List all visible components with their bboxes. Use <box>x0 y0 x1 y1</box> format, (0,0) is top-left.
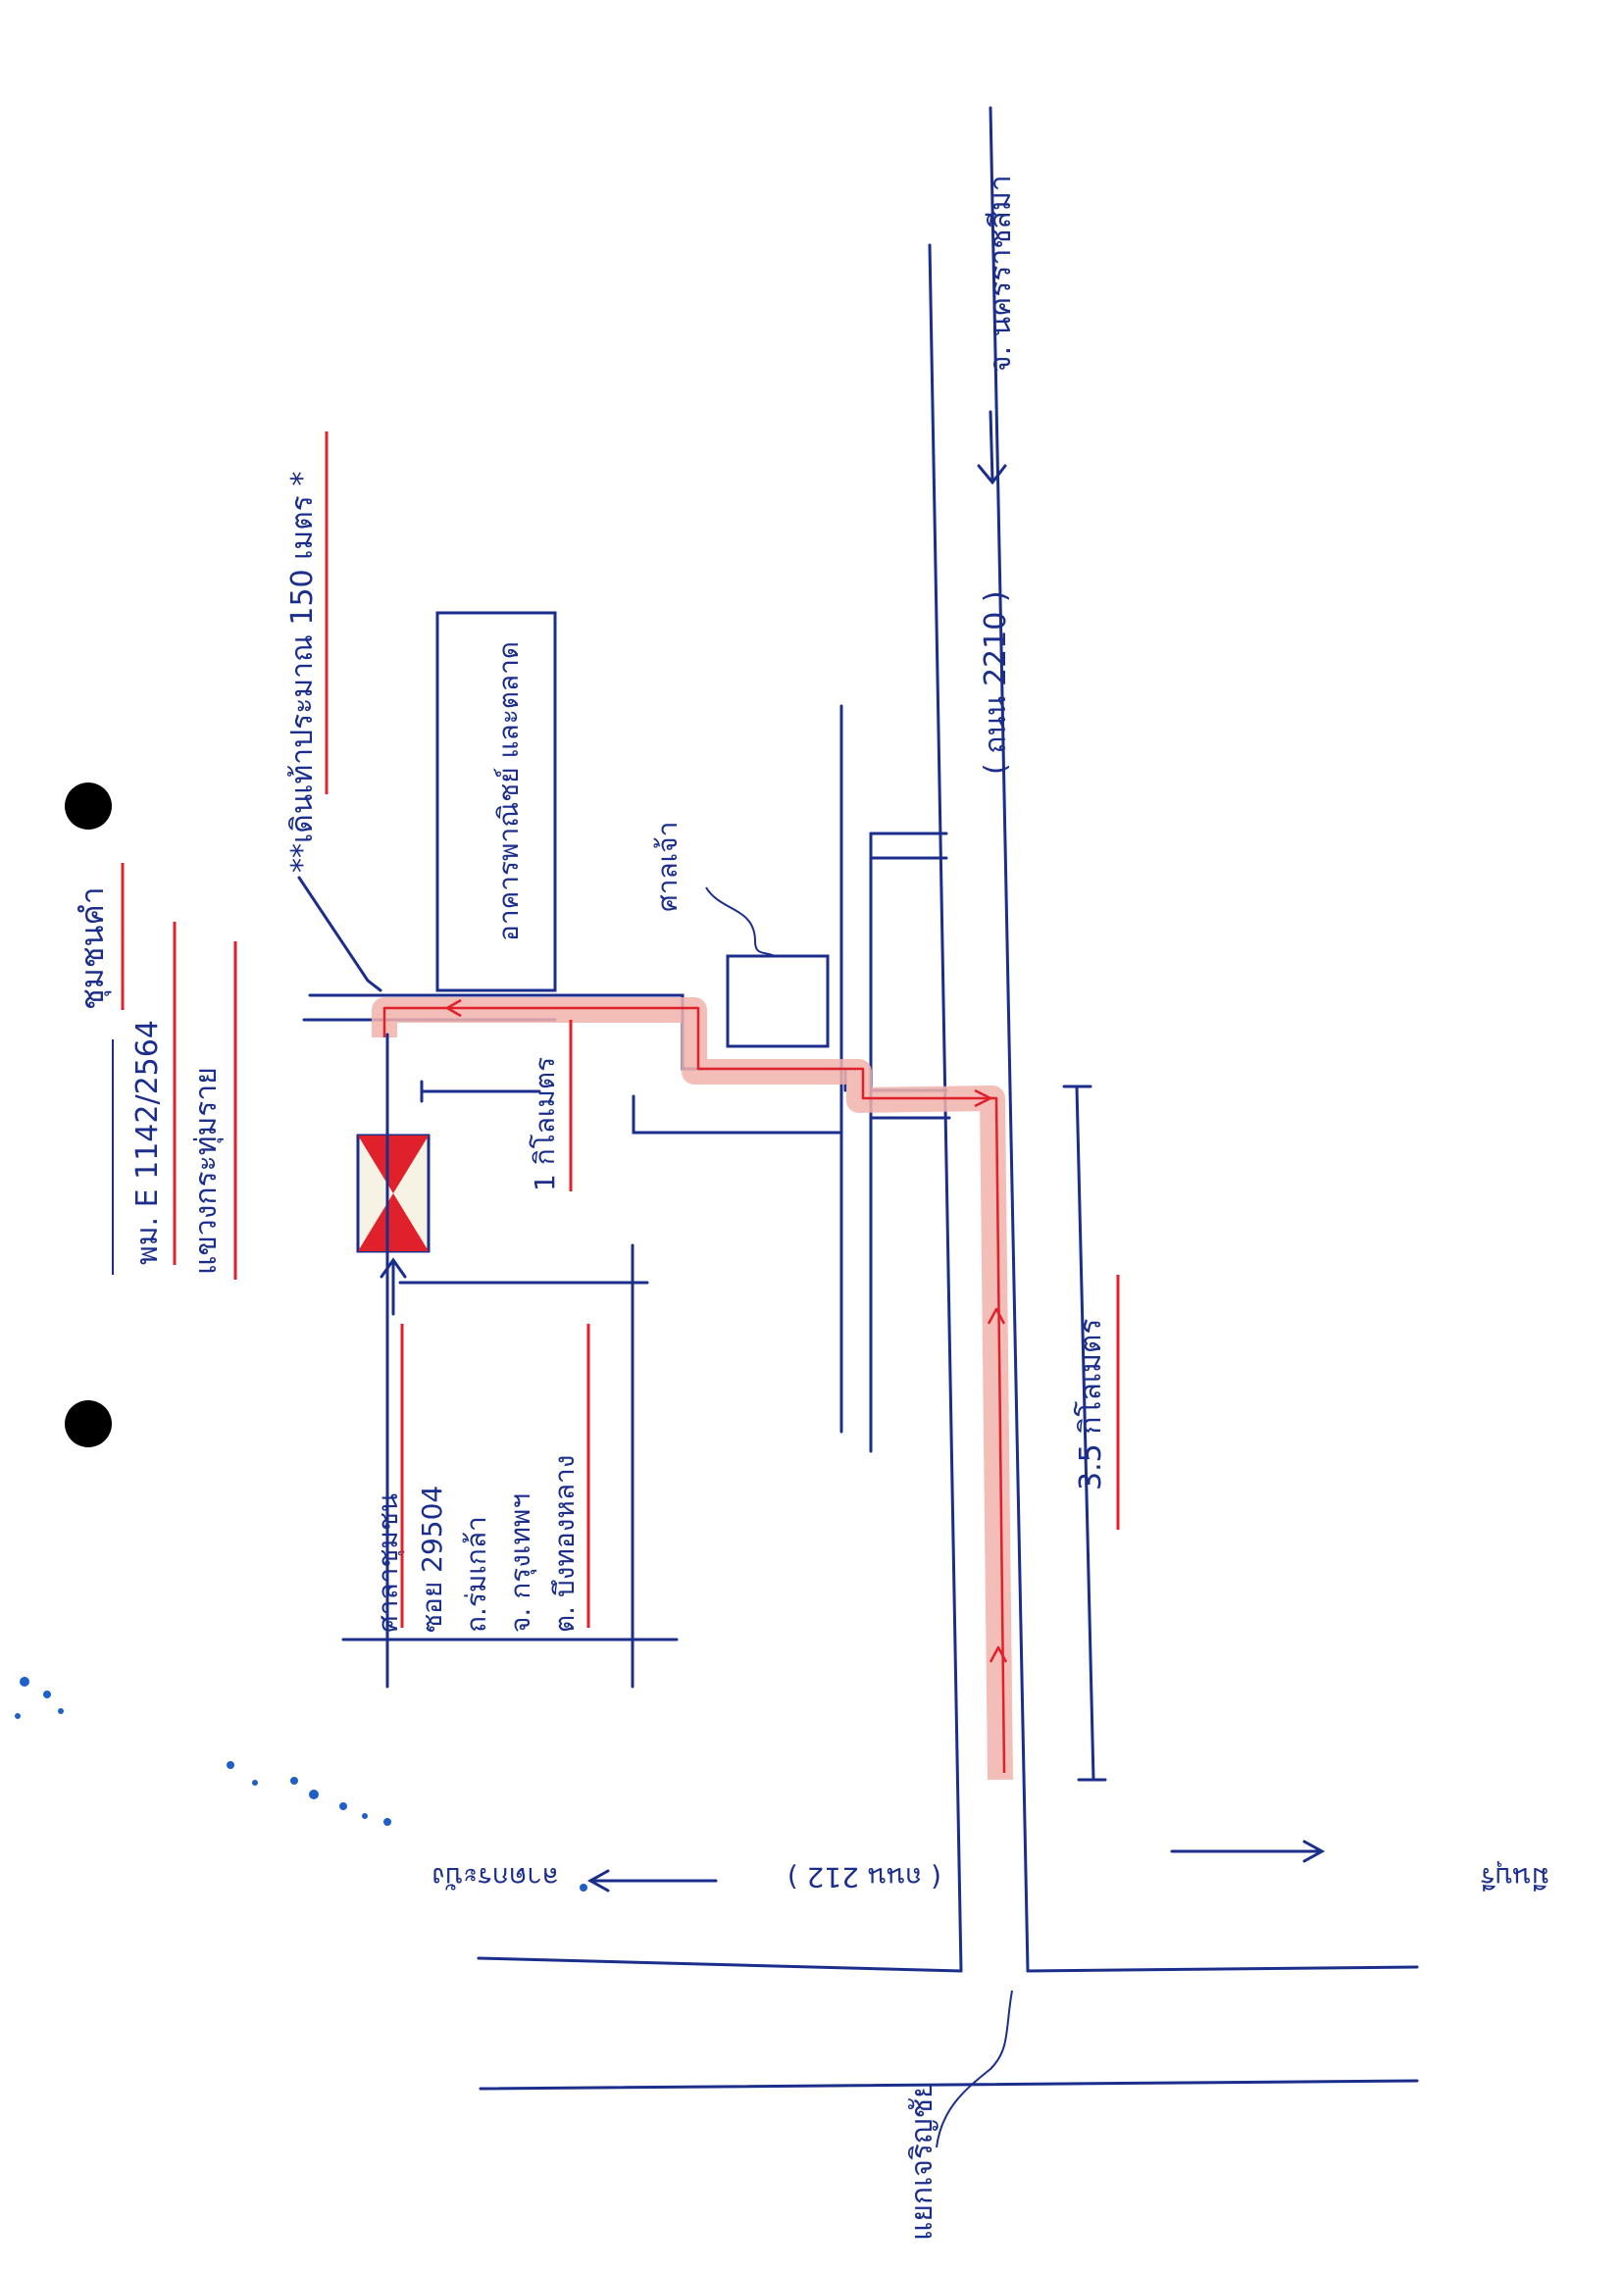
cross-road-north-edge <box>477 1956 963 1973</box>
title-name: ชุมชนคำ <box>74 886 112 1010</box>
cross-road-south-edge <box>479 2079 1419 2091</box>
address-line1: ศาลาชุมชน <box>372 1493 405 1633</box>
dir-arrow-line <box>989 410 994 482</box>
cross-road-west-block: ลาดกระบัง <box>431 1861 559 1893</box>
dim-line-long <box>1075 1085 1095 1782</box>
main-road-east-edge <box>989 106 1030 1973</box>
cross-road-east-block: มีนบุรี <box>1481 1860 1549 1893</box>
arrow-icon <box>987 1307 1006 1325</box>
ink-specks <box>15 1677 587 1892</box>
title-block: ชุมชนคำ <box>74 886 112 1010</box>
address-line3-block: ถ.ร่มเกล้า <box>460 1516 492 1633</box>
big-building-label: อาคารพาณิชย์ และตลาด <box>492 641 525 941</box>
title-district: แขวงกระทุ่มราย <box>189 1067 225 1275</box>
distance-short-block: 1 กิโลเมตร <box>529 1057 561 1191</box>
route-highlight <box>372 997 1013 1781</box>
arrow-icon <box>977 464 1007 485</box>
distance-long-block: 3.5 กิโลเมตร <box>1073 1318 1108 1490</box>
address-line1-block: ศาลาชุมชน <box>372 1493 405 1633</box>
arrow-icon <box>989 1645 1008 1663</box>
route-line <box>382 1006 1006 1774</box>
arrow-icon <box>380 1257 407 1279</box>
small-building-label-block: ศาลเจ้า <box>651 822 684 912</box>
main-road-label: ( ถนน 2210 ) <box>979 590 1013 775</box>
arrow-icon <box>445 998 462 1018</box>
code-block: พม. E 1142/2564 <box>130 1020 165 1265</box>
warning-block: **เดินเท้าประมาณ 150 เมตร * <box>285 472 320 873</box>
big-building-label-block: อาคารพาณิชย์ และตลาด <box>492 641 525 941</box>
cross-road-label-block: ( ถนน 212 ) <box>787 1861 941 1893</box>
distance-long: 3.5 กิโลเมตร <box>1073 1318 1108 1490</box>
cross-road-west: ลาดกระบัง <box>431 1861 559 1893</box>
address-line3: ถ.ร่มเกล้า <box>460 1516 492 1633</box>
cross-road-label: ( ถนน 212 ) <box>787 1861 941 1893</box>
address-line4-block: จ. กรุงเทพฯ <box>504 1493 537 1633</box>
title-code: พม. E 1142/2564 <box>130 1020 165 1265</box>
junction-pointer <box>936 1990 1013 2148</box>
arrow-icon <box>1302 1840 1326 1863</box>
arrow-icon <box>586 1869 610 1893</box>
address-line5: ต. บึงทองหลาง <box>548 1455 581 1633</box>
warning-note: **เดินเท้าประมาณ 150 เมตร * <box>285 472 320 873</box>
small-building-label: ศาลเจ้า <box>651 822 684 912</box>
main-road-label-block: ( ถนน 2210 ) <box>979 590 1013 775</box>
address-line4: จ. กรุงเทพฯ <box>504 1493 537 1633</box>
arrow-icon <box>974 1088 992 1108</box>
junction-label-block: แยกเจริญชัย <box>905 2081 939 2241</box>
junction-label: แยกเจริญชัย <box>905 2081 939 2241</box>
main-road-dest-block: จ. นครราชสีมา <box>984 175 1018 373</box>
cross-road-north-edge-east <box>1026 1965 1419 1973</box>
route-arrows <box>445 998 1008 1663</box>
binder-hole-icon <box>65 783 112 830</box>
distance-short: 1 กิโลเมตร <box>529 1057 561 1191</box>
big-building <box>435 611 557 992</box>
main-road-dest: จ. นครราชสีมา <box>984 175 1018 373</box>
cross-road-east: มีนบุรี <box>1481 1860 1549 1893</box>
small-building-pointer <box>705 886 776 957</box>
alley-outline-3 <box>632 1094 843 1135</box>
address-line5-block: ต. บึงทองหลาง <box>548 1455 581 1633</box>
binder-hole-icon <box>65 1400 112 1447</box>
note-pointer <box>297 876 382 992</box>
address-line2-block: ซอย 29504 <box>416 1486 448 1633</box>
district-block: แขวงกระทุ่มราย <box>189 1067 225 1275</box>
hourglass-marker-icon <box>356 1134 431 1253</box>
address-line2: ซอย 29504 <box>416 1486 448 1633</box>
small-building <box>726 954 830 1048</box>
